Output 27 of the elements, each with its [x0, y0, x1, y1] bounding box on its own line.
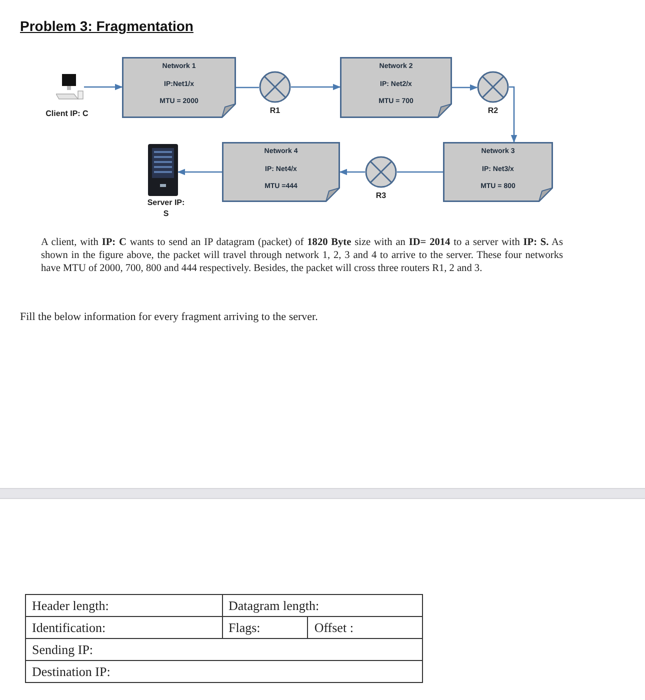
form-cell: Datagram length: [222, 594, 422, 616]
title: Problem 3: Fragmentation [20, 18, 194, 34]
device-label: Client IP: C [44, 108, 90, 119]
router-label: R3 [374, 190, 388, 201]
device-label: Server IP: S [146, 197, 186, 219]
paragraph: A client, with IP: C wants to send an IP datagram (packet) of 1820 Byte size with an ID= 2014 to a server with IP: S. As shown in the figure above, the packet will travel through network 1, 2, 3 and 4 to arrive to the server. These four networks have MTU of 2000, 700, 800 and 444 respectively. Besides, the packet will cross three routers R1, 2 and 3. [41, 236, 563, 275]
network-box [122, 57, 236, 118]
form-cell: Header length: [26, 594, 222, 616]
connector-line [236, 86, 259, 88]
router-label: R2 [486, 105, 500, 116]
form-cell: Offset : [308, 616, 422, 638]
arrow [177, 168, 222, 176]
arrow [452, 84, 478, 91]
network-box [222, 142, 340, 202]
network-box [340, 57, 452, 118]
instruction-text: Fill the below information for every fragment arriving to the server. [20, 311, 318, 323]
form-cell: Flags: [222, 616, 308, 638]
form-cell: Identification: [26, 616, 222, 638]
router-label: R1 [268, 105, 282, 116]
arrow [291, 84, 341, 90]
arrow [339, 168, 365, 176]
arrow [509, 86, 518, 143]
network-box [443, 142, 553, 202]
form-cell: Sending IP: [26, 638, 422, 660]
connector-line [397, 171, 443, 173]
form-cell: Destination IP: [26, 660, 422, 682]
arrow [84, 84, 123, 90]
